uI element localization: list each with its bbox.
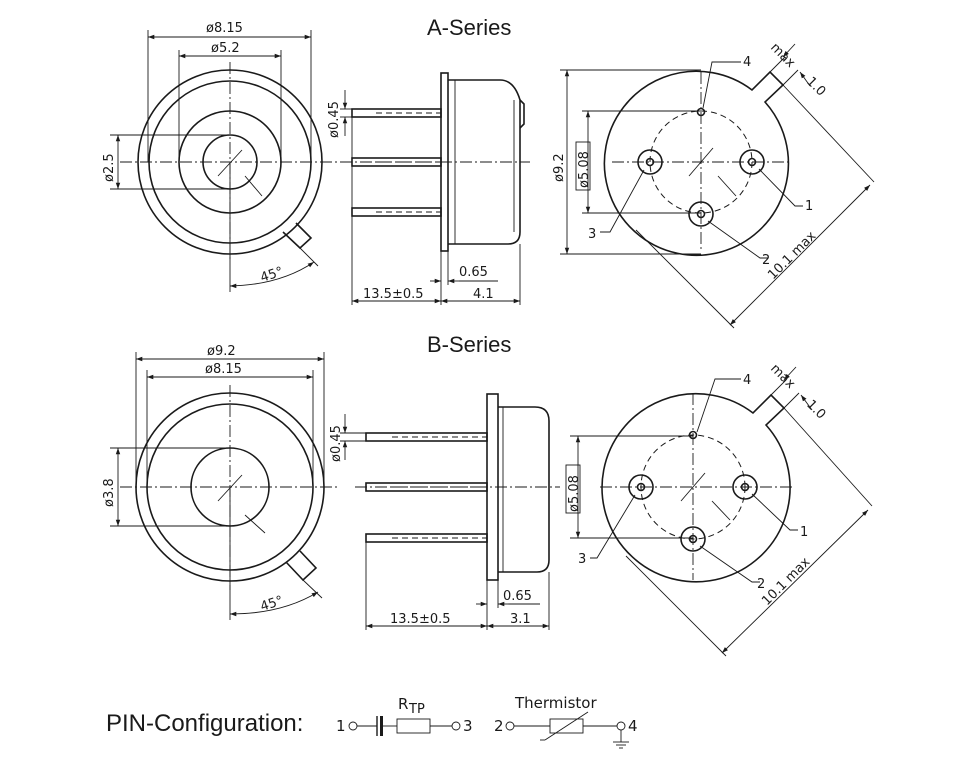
pin-number-4: 4 [628,717,638,735]
a-tab-w: 1.0 [803,74,828,99]
a-front-view: ø8.15 ø5.2 ø2.5 45° [102,21,338,292]
a-pin-length: 13.5±0.5 [363,287,424,302]
a-pin-label-3: 3 [588,227,596,242]
a-window-dia: ø5.2 [211,41,240,56]
b-tab-len: max [767,361,798,392]
pin-configuration: PIN-Configuration: 1 3 R TP 2 4 Thermist… [106,694,638,749]
b-pin-label-2: 2 [757,577,765,592]
a-base-dia: ø9.2 [552,153,567,182]
series-b-title: B-Series [427,332,511,357]
a-bottom-view: 4 1 2 3 ø9.2 ø5.08 10.1 max max 1.0 [552,40,875,329]
b-window-dia: ø8.15 [205,362,242,377]
a-tab-span: 10.1 max [765,229,819,283]
b-pin-label-4: 4 [743,373,751,388]
b-pin-length: 13.5±0.5 [390,612,451,627]
a-pin-dia: ø0.45 [327,101,342,138]
b-tab-span: 10.1 max [759,555,813,609]
b-tab-w: 1.0 [803,397,828,422]
a-chip-dia: ø2.5 [102,153,117,182]
series-a-title: A-Series [427,15,511,40]
pin-number-1: 1 [336,717,346,735]
b-pin-dia: ø0.45 [329,425,344,462]
b-body-height: 3.1 [510,612,531,627]
a-pin-label-2: 2 [762,253,770,268]
b-front-view: ø9.2 ø8.15 ø3.8 45° [102,344,338,620]
rtp-label: R [398,695,408,713]
b-pin-label-1: 1 [800,525,808,540]
b-outer-dia: ø9.2 [207,344,236,359]
a-pin-label-4: 4 [743,55,751,70]
b-chip-dia: ø3.8 [102,478,117,507]
rtp-subscript: TP [408,702,425,717]
b-pin-circle: ø5.08 [567,475,582,512]
a-outer-dia: ø8.15 [206,21,243,36]
pin-number-2: 2 [494,717,504,735]
pin-number-3: 3 [463,717,473,735]
a-tab-angle: 45° [259,264,286,285]
b-pin-label-3: 3 [578,552,586,567]
a-tab-len: max [767,40,798,71]
a-pin-label-1: 1 [805,199,813,214]
a-body-height: 4.1 [473,287,494,302]
thermistor-label: Thermistor [514,694,597,712]
b-flange: 0.65 [503,589,532,604]
b-side-view: 0.65 13.5±0.5 3.1 ø0.45 [329,393,560,630]
pin-config-label: PIN-Configuration: [106,710,303,737]
b-tab-angle: 45° [259,593,286,614]
a-side-view: 0.65 13.5±0.5 4.1 ø0.45 [327,72,530,305]
b-bottom-view: 4 1 2 3 ø5.08 10.1 max max 1.0 [565,361,873,657]
a-pin-circle: ø5.08 [577,151,592,188]
a-flange: 0.65 [459,265,488,280]
